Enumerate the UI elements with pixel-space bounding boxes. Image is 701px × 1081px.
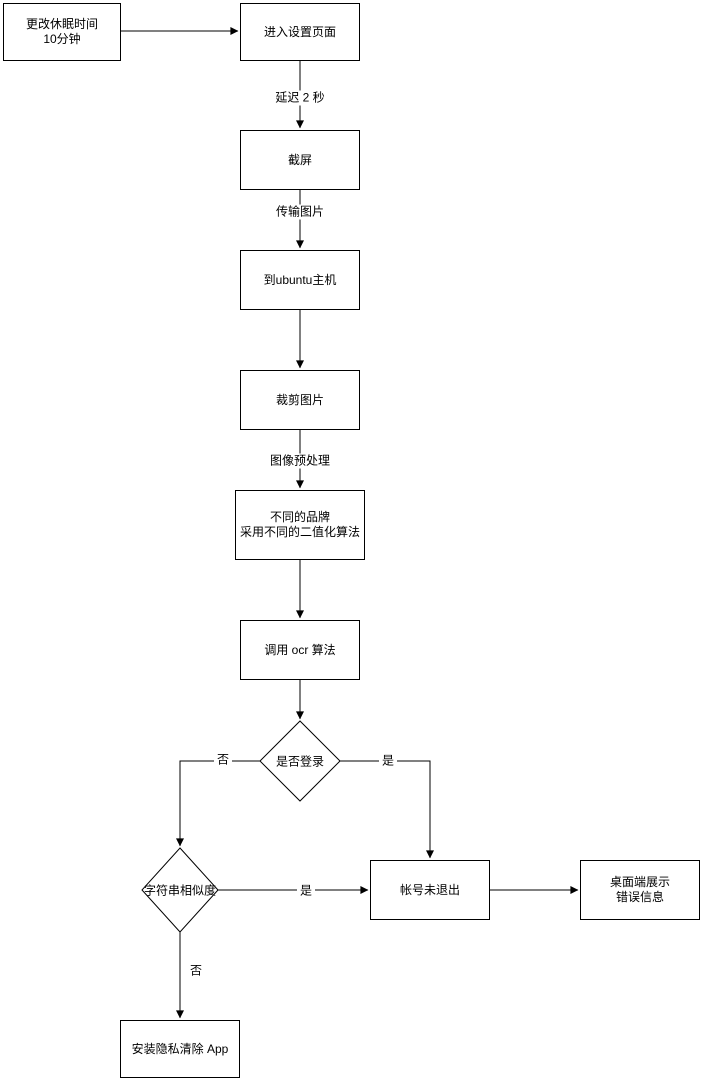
node-install-privacy-app: 安装隐私清除 App	[120, 1020, 240, 1078]
node-ubuntu-host: 到ubuntu主机	[240, 250, 360, 310]
similarity-decision-shape	[141, 847, 219, 933]
node-login-check-label: 是否登录	[275, 754, 324, 769]
node-ocr-call: 调用 ocr 算法	[240, 620, 360, 680]
node-account-not-logged-out: 帐号未退出	[370, 860, 490, 920]
node-error-display: 桌面端展示 错误信息	[580, 860, 700, 920]
edge-login-no-to-similarity	[176, 760, 260, 847]
node-change-sleep-time: 更改休眠时间 10分钟	[3, 3, 121, 61]
node-crop-image: 裁剪图片	[240, 370, 360, 430]
edge-login-yes-to-account	[340, 760, 434, 859]
node-screenshot: 截屏	[240, 130, 360, 190]
edge-label-delay: 延迟 2 秒	[272, 90, 328, 106]
node-binarization: 不同的品牌 采用不同的二值化算法	[235, 490, 365, 560]
edge-label-similarity-yes: 是	[296, 883, 316, 899]
edge-label-image-preprocess: 图像预处理	[266, 453, 334, 469]
node-similarity-check-label: 字符串相似度	[143, 883, 216, 898]
edge-label-transfer-image: 传输图片	[272, 204, 328, 220]
login-decision-shape	[259, 720, 341, 802]
edge-label-similarity-no: 否	[189, 963, 203, 978]
edge-label-login-no: 否	[213, 752, 233, 768]
edge-label-login-yes: 是	[378, 753, 398, 769]
node-enter-settings: 进入设置页面	[240, 3, 360, 61]
